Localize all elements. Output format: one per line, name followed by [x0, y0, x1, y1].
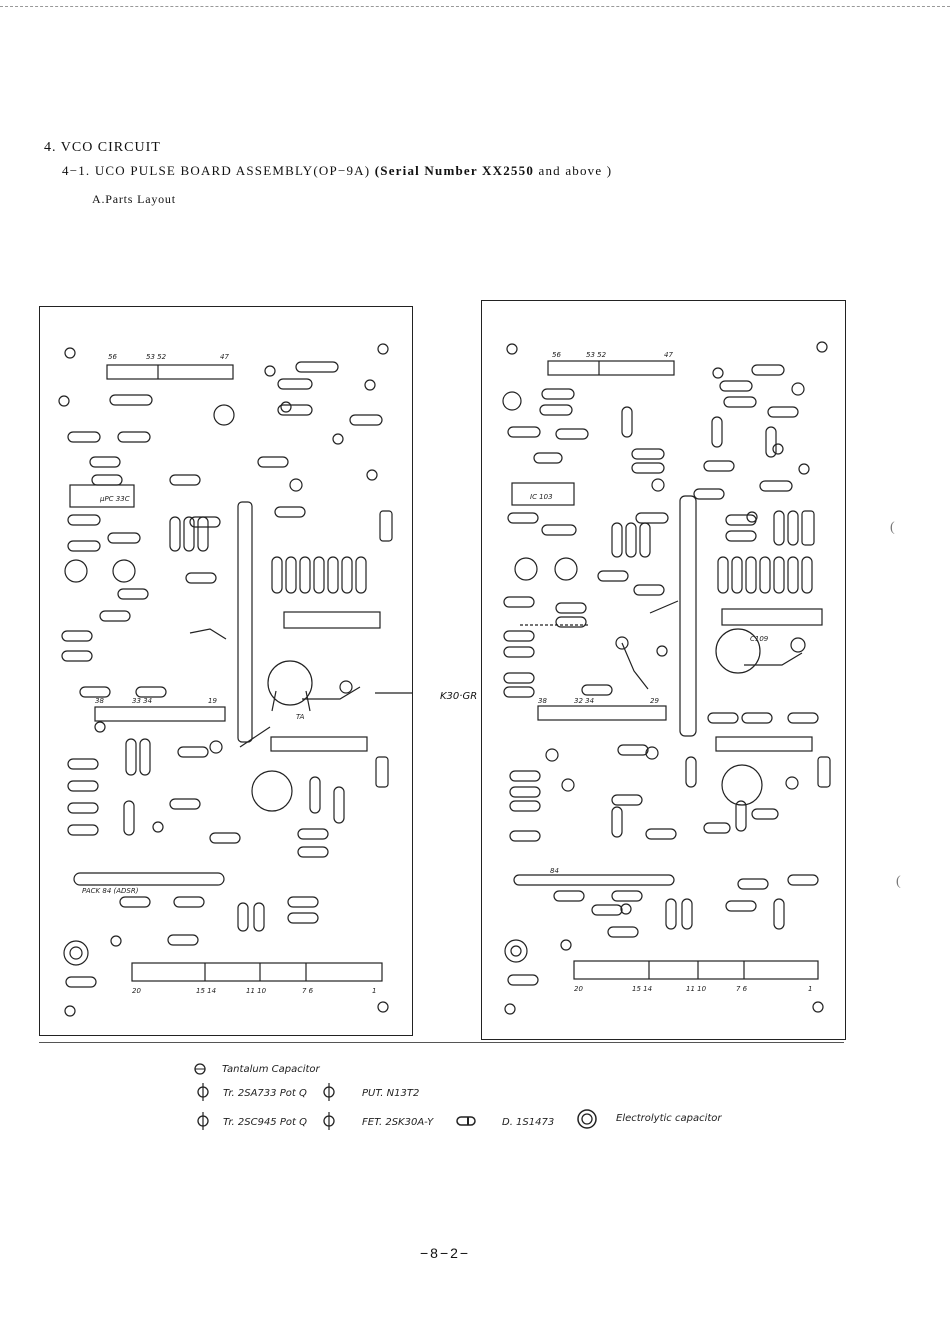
legend-separator — [39, 1042, 844, 1043]
tantalum-capacitor-icon — [194, 1063, 206, 1075]
serial-number-note: (Serial Number XX2550 — [374, 163, 535, 178]
svg-text:38: 38 — [538, 697, 547, 705]
legend-fet: FET. 2SK30A-Y — [362, 1117, 434, 1128]
scan-top-edge — [0, 6, 950, 7]
svg-text:47: 47 — [220, 353, 229, 361]
scan-mark-1: ( — [890, 520, 895, 535]
svg-text:20: 20 — [574, 985, 583, 993]
pcb-layout-drawing-right: 56 53 52 47 38 32 34 29 20 15 14 11 10 7 6 1 84… — [502, 341, 831, 1015]
subsection-title: 4−1. UCO PULSE BOARD ASSEMBLY(OP−9A) — [62, 163, 375, 178]
pcb-layout-drawing-left: 56 53 52 47 38 33 34 19 20 15 14 11 10 7 6 1 PA… — [58, 343, 412, 1017]
svg-text:TA: TA — [296, 713, 305, 721]
svg-text:C109: C109 — [750, 635, 769, 643]
svg-text:53 52: 53 52 — [146, 353, 167, 361]
serial-number-suffix: and above ) — [534, 163, 613, 178]
svg-text:33 34: 33 34 — [132, 697, 152, 705]
scan-mark-2: ( — [896, 874, 901, 889]
k30-callout: K30·GR — [440, 691, 478, 702]
legend-diode: D. 1S1473 — [502, 1117, 555, 1128]
legend-npn-transistor: Tr. 2SC945 Pot Q — [223, 1117, 307, 1128]
svg-text:20: 20 — [132, 987, 141, 995]
svg-text:15 14: 15 14 — [196, 987, 216, 995]
svg-text:56: 56 — [108, 353, 117, 361]
svg-text:7 6: 7 6 — [302, 987, 314, 995]
legend-electrolytic-capacitor: Electrolytic capacitor — [616, 1113, 722, 1124]
pcb-board-left: 56 53 52 47 38 33 34 19 20 15 14 11 10 7 6 1 PA… — [39, 306, 413, 1036]
svg-text:PACK 84 (ADSR): PACK 84 (ADSR) — [82, 887, 139, 895]
svg-text:56: 56 — [552, 351, 561, 359]
svg-text:1: 1 — [808, 985, 812, 993]
svg-text:84: 84 — [550, 867, 559, 875]
svg-text:38: 38 — [95, 697, 104, 705]
item-heading: A.Parts Layout — [92, 192, 176, 206]
svg-text:7 6: 7 6 — [736, 985, 748, 993]
svg-text:15 14: 15 14 — [632, 985, 652, 993]
svg-text:μPC 33C: μPC 33C — [99, 495, 130, 503]
fet-icon — [323, 1112, 335, 1130]
pcb-board-right: 56 53 52 47 38 32 34 29 20 15 14 11 10 7 6 1 84… — [481, 300, 846, 1040]
section-heading: 4. VCO CIRCUIT — [44, 140, 161, 155]
legend-tantalum-capacitor: Tantalum Capacitor — [222, 1064, 320, 1075]
legend-put: PUT. N13T2 — [362, 1088, 420, 1099]
svg-text:11 10: 11 10 — [686, 985, 707, 993]
svg-text:47: 47 — [664, 351, 673, 359]
svg-text:29: 29 — [650, 697, 659, 705]
svg-text:11 10: 11 10 — [246, 987, 267, 995]
pnp-transistor-icon — [197, 1083, 209, 1101]
svg-text:32 34: 32 34 — [574, 697, 594, 705]
electrolytic-capacitor-icon — [577, 1109, 597, 1129]
svg-text:IC 103: IC 103 — [530, 493, 553, 501]
svg-text:19: 19 — [208, 697, 217, 705]
put-icon — [323, 1083, 335, 1101]
legend-pnp-transistor: Tr. 2SA733 Pot Q — [223, 1088, 307, 1099]
svg-text:1: 1 — [372, 987, 376, 995]
npn-transistor-icon — [197, 1112, 209, 1130]
subsection-heading: 4−1. UCO PULSE BOARD ASSEMBLY(OP−9A) (Se… — [62, 163, 612, 179]
svg-text:53 52: 53 52 — [586, 351, 607, 359]
page-number: −8−2− — [420, 1245, 471, 1261]
diode-icon — [456, 1116, 476, 1126]
